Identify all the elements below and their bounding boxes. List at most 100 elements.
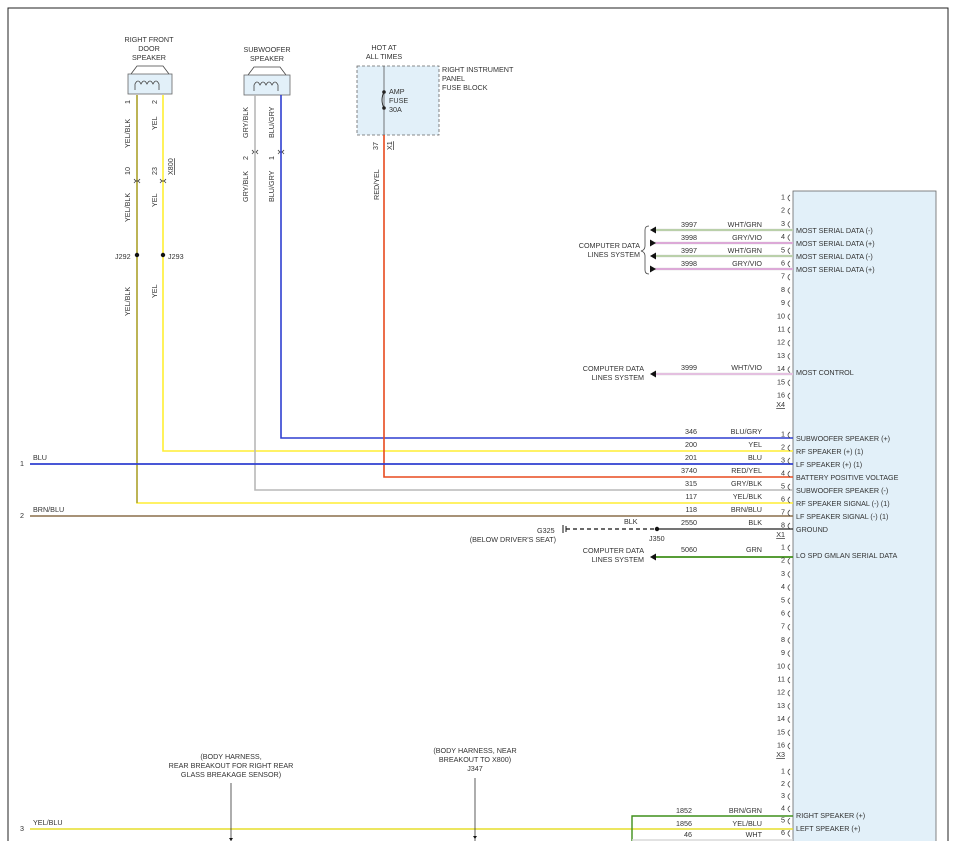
pin-number: 15 bbox=[777, 727, 785, 736]
pin-number: 8 bbox=[781, 635, 785, 644]
fuse-pin: 37 bbox=[371, 142, 380, 150]
fuse-connector: X1 bbox=[385, 141, 394, 150]
pin-number: 6 bbox=[781, 828, 785, 837]
speaker-body bbox=[243, 74, 291, 96]
pin-socket-icon bbox=[787, 650, 791, 657]
brace-icon bbox=[640, 225, 650, 275]
page-ref-number: 2 bbox=[20, 511, 24, 520]
pin-number: 2 bbox=[781, 443, 785, 452]
pin-number: 9 bbox=[781, 648, 785, 657]
pin-socket-icon bbox=[787, 339, 791, 347]
pin-number: 13 bbox=[777, 701, 785, 710]
wire-color-label: BRN/BLU bbox=[33, 505, 64, 514]
arrow-icon bbox=[229, 838, 233, 841]
connector-x4-label: X4 bbox=[776, 400, 785, 409]
wire-label-yel: YEL bbox=[150, 284, 159, 298]
pin-number: 14 bbox=[777, 714, 785, 723]
coil-icon bbox=[253, 81, 279, 91]
body-harness-note: (BODY HARNESS, NEAR bbox=[433, 746, 516, 755]
circuit-number: 201 bbox=[685, 453, 697, 462]
pin-number: 3 bbox=[781, 791, 785, 800]
pin-socket-icon bbox=[787, 326, 791, 334]
pin-number: 2 bbox=[781, 779, 785, 788]
pin-number: 5 bbox=[781, 482, 785, 491]
pin-number: 9 bbox=[781, 298, 785, 307]
pin-socket-icon bbox=[787, 313, 791, 321]
pin-number: 6 bbox=[781, 495, 785, 504]
page-ref-number: 1 bbox=[20, 459, 24, 468]
splice-j350-dot bbox=[654, 526, 660, 532]
pin-label: 2 bbox=[241, 156, 250, 160]
pin-function-label: LF SPEAKER (+) (1) bbox=[796, 460, 862, 469]
pin-function-label: SUBWOOFER SPEAKER (-) bbox=[796, 486, 888, 495]
comp-data-label-2: LINES SYSTEM bbox=[588, 250, 640, 259]
fuse-block[interactable]: HOT AT ALL TIMES RIGHT INSTRUMENT PANEL … bbox=[356, 43, 514, 150]
radio-module[interactable] bbox=[792, 190, 937, 841]
wire-layer bbox=[30, 95, 793, 841]
pin-number: 1 bbox=[781, 767, 785, 776]
fuse-block-label-1: RIGHT INSTRUMENT bbox=[442, 65, 514, 74]
pin-function-label: SUBWOOFER SPEAKER (+) bbox=[796, 434, 890, 443]
circuit-number: 3740 bbox=[681, 466, 697, 475]
wire-color-label: BLU bbox=[748, 453, 762, 462]
subwoofer-speaker[interactable]: SUBWOOFER SPEAKER bbox=[243, 45, 291, 96]
pin-socket-icon bbox=[787, 221, 791, 228]
pin-socket-icon bbox=[787, 483, 791, 491]
pin-socket-icon bbox=[787, 379, 791, 387]
inline-connector-icon bbox=[133, 178, 141, 184]
wire-label-yelblk: YEL/BLK bbox=[123, 119, 132, 148]
wire-label-yel: YEL bbox=[150, 116, 159, 130]
page-ref-number: 3 bbox=[20, 824, 24, 833]
pin-number: 16 bbox=[777, 741, 785, 750]
pin-socket-icon bbox=[787, 287, 791, 294]
pin-label: 1 bbox=[267, 156, 276, 160]
wire-label-yelblk: YEL/BLK bbox=[123, 193, 132, 222]
right-front-door-speaker[interactable]: RIGHT FRONT DOOR SPEAKER bbox=[125, 35, 175, 95]
pin-socket-icon bbox=[787, 768, 791, 776]
pin-socket-icon bbox=[787, 194, 791, 202]
pin-number: 3 bbox=[781, 456, 785, 465]
pin-socket-icon bbox=[787, 557, 791, 565]
pin-number: 15 bbox=[777, 377, 785, 386]
pin-socket-icon bbox=[787, 444, 791, 452]
wire-label-gryblk: GRY/BLK bbox=[241, 171, 250, 202]
pin-number: 12 bbox=[777, 688, 785, 697]
pin-number: 10 bbox=[777, 661, 785, 670]
pin-socket-icon bbox=[787, 793, 791, 800]
connector-x3-label: X3 bbox=[776, 750, 785, 759]
splice-j292: J292 bbox=[115, 252, 131, 261]
pin-socket-icon bbox=[787, 742, 791, 750]
pin-socket-icon bbox=[787, 457, 791, 465]
circuit-number: 5060 bbox=[681, 545, 697, 554]
rf-speaker-title-2: DOOR bbox=[138, 44, 160, 53]
ground-location: (BELOW DRIVER'S SEAT) bbox=[470, 535, 556, 544]
pin-socket-icon bbox=[787, 584, 791, 591]
arrow-icon bbox=[473, 836, 477, 839]
splice-j293-dot bbox=[160, 252, 166, 258]
diagram-frame bbox=[7, 7, 949, 841]
wire-label-yel: YEL bbox=[150, 193, 159, 207]
pin-function-label: BATTERY POSITIVE VOLTAGE bbox=[796, 473, 899, 482]
wire-color-label: BLK bbox=[748, 518, 762, 527]
comp-data-label-1: COMPUTER DATA bbox=[579, 241, 640, 250]
arrow-icon bbox=[650, 370, 656, 378]
pin-number: 8 bbox=[781, 285, 785, 294]
circuit-number: 1852 bbox=[676, 806, 692, 815]
arrow-icon bbox=[650, 239, 656, 247]
pin-number: 12 bbox=[777, 338, 785, 347]
wire-color-label: WHT bbox=[746, 830, 763, 839]
wire-label-blugry: BLU/GRY bbox=[267, 106, 276, 138]
fuse-amp: AMP bbox=[389, 87, 405, 96]
wire-color-label: GRY/BLK bbox=[731, 479, 762, 488]
inline-connector-icon bbox=[159, 178, 167, 184]
pin-socket-icon bbox=[787, 353, 791, 360]
pin-socket-icon bbox=[787, 273, 791, 281]
arrow-icon bbox=[650, 553, 656, 561]
splice-j293: J293 bbox=[168, 252, 184, 261]
pin-label: 2 bbox=[150, 100, 159, 104]
body-harness-note: REAR BREAKOUT FOR RIGHT REAR bbox=[169, 761, 294, 770]
pin-number: 2 bbox=[781, 206, 785, 215]
circuit-number: 3997 bbox=[681, 220, 697, 229]
wire-color-label: BRN/BLU bbox=[731, 505, 762, 514]
